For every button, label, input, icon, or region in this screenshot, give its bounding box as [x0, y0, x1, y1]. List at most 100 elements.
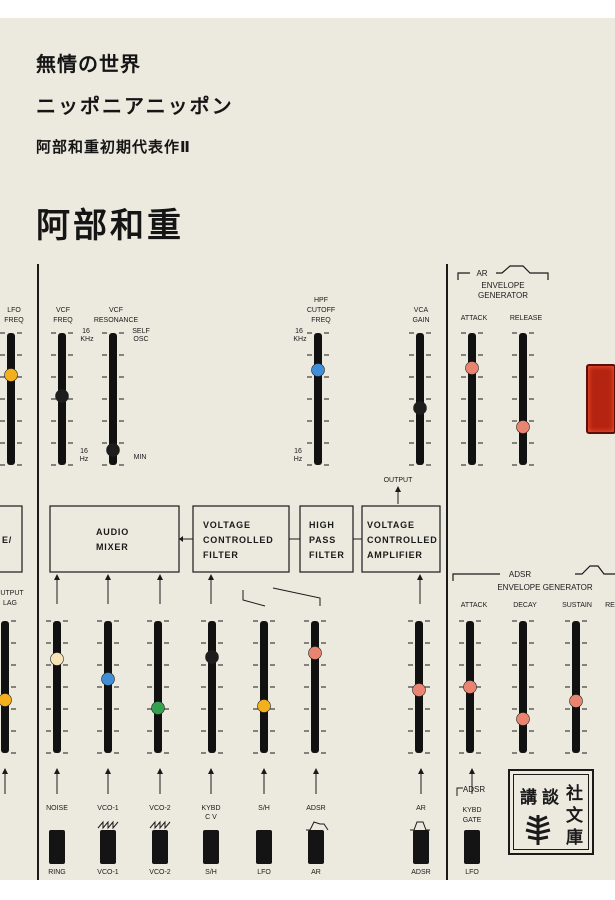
vcf-freq-knob: [55, 389, 69, 403]
source-label-1: VCO-1: [97, 805, 119, 812]
arrow-head: [54, 768, 60, 774]
right-adsr-label: ADSR: [463, 785, 485, 794]
vcf-line-3: FILTER: [203, 550, 239, 560]
selector-switch-5[interactable]: [308, 830, 324, 864]
publisher-char-5: 庫: [566, 828, 583, 848]
publisher-char-1: 講: [520, 788, 537, 808]
adsr-attack-knob: [463, 680, 477, 694]
adsr-decay-label: DECAY: [513, 602, 537, 609]
adsr-decay-track: [519, 621, 527, 753]
arrow-head: [208, 768, 214, 774]
mixer-line-2: MIXER: [96, 542, 129, 552]
arrow-head: [105, 574, 111, 580]
vco2-level-track: [154, 621, 162, 753]
lfo-freq-track: [7, 333, 15, 465]
kybd-cv-level-knob: [205, 650, 219, 664]
noise-level-slider[interactable]: [46, 620, 68, 754]
adsr-decay-slider[interactable]: [512, 620, 534, 754]
scale-self: SELF: [132, 328, 150, 335]
adsr-sustain-track: [572, 621, 580, 753]
ar-attack-slider[interactable]: [461, 332, 483, 466]
vca-line-3: AMPLIFIER: [367, 550, 423, 560]
vcf-resonance-slider[interactable]: [102, 332, 124, 466]
vcf-res-label-1: VCF: [109, 307, 123, 314]
right-lfo-label: LFO: [465, 869, 479, 876]
selector-switch-3[interactable]: [203, 830, 219, 864]
vcf-freq-slider[interactable]: [51, 332, 73, 466]
vco1-level-knob: [101, 672, 115, 686]
ar-level-slider[interactable]: [408, 620, 430, 754]
source-label-4: S/H: [258, 805, 270, 812]
title-line-2: ニッポニアニッポン: [36, 94, 234, 118]
adsr-sustain-knob: [569, 694, 583, 708]
selector-switch-0[interactable]: [49, 830, 65, 864]
adsr-level-knob: [308, 646, 322, 660]
switch-label-6: ADSR: [411, 869, 430, 876]
output-label: OUTPUT: [384, 477, 414, 484]
switch-label-1: VCO-1: [97, 869, 119, 876]
ar-release-track: [519, 333, 527, 465]
ar-release-slider[interactable]: [512, 332, 534, 466]
hpf-cutoff-slider[interactable]: [307, 332, 329, 466]
sh-level-knob: [257, 699, 271, 713]
adsr-shape-icon: [306, 821, 329, 831]
synthesizer-panel-illustration: LFO FREQ VCF FREQ VCF RESONANCE HPF CUTO…: [0, 264, 615, 880]
vca-line-2: CONTROLLED: [367, 535, 438, 545]
vcf-freq-label-2: FREQ: [53, 317, 73, 324]
left-output-1: UTPUT: [0, 590, 24, 597]
source-label-3: KYBD: [201, 805, 220, 812]
adsr-sustain-slider[interactable]: [565, 620, 587, 754]
ar-shape-icon: [410, 821, 430, 831]
ar-attack-label: ATTACK: [461, 315, 488, 322]
arrow-head: [261, 768, 267, 774]
lfo-freq-slider[interactable]: [0, 332, 22, 466]
left-mix-slider[interactable]: [0, 620, 16, 754]
vco2-level-knob: [151, 701, 165, 715]
scale-16-hz-a: 16: [80, 448, 88, 455]
vca-gain-slider[interactable]: [409, 332, 431, 466]
adsr-attack-slider[interactable]: [459, 620, 481, 754]
kybd-cv-level-track: [208, 621, 216, 753]
adsr-attack-label: ATTACK: [461, 602, 488, 609]
red-power-indicator: [586, 364, 615, 434]
publisher-char-2: 談: [542, 788, 559, 808]
vco1-level-slider[interactable]: [97, 620, 119, 754]
scale-min: MIN: [134, 454, 147, 461]
sh-level-slider[interactable]: [253, 620, 275, 754]
lfo-freq-label-2: FREQ: [4, 317, 24, 324]
lfo-freq-knob: [4, 368, 18, 382]
source-label-0: NOISE: [46, 805, 68, 812]
scale-osc: OSC: [133, 336, 148, 343]
selector-switch-2[interactable]: [152, 830, 168, 864]
source-label-5: ADSR: [306, 805, 325, 812]
ar-attack-track: [468, 333, 476, 465]
audio-mixer-box: [49, 505, 180, 573]
vca-label-1: VCA: [414, 307, 429, 314]
sawtooth-icon-2: [149, 820, 171, 830]
slider-group: [0, 332, 587, 754]
selector-switch-7[interactable]: [464, 830, 480, 864]
arrow-head: [54, 574, 60, 580]
switch-label-0: RING: [48, 869, 66, 876]
vco2-level-slider[interactable]: [147, 620, 169, 754]
ar-attack-knob: [465, 361, 479, 375]
arrow-head: [313, 768, 319, 774]
hpf-line-1: HIGH: [309, 520, 335, 530]
ar-header: AR: [476, 269, 487, 278]
vcf-resonance-knob: [106, 443, 120, 457]
kybd-cv-level-slider[interactable]: [201, 620, 223, 754]
lfo-freq-label-1: LFO: [7, 307, 21, 314]
scale-hz-b: Hz: [294, 456, 303, 463]
selector-switch-4[interactable]: [256, 830, 272, 864]
vcf-line-2: CONTROLLED: [203, 535, 274, 545]
adsr-level-slider[interactable]: [304, 620, 326, 754]
adsr-cut-label: RE: [605, 602, 615, 609]
selector-switch-1[interactable]: [100, 830, 116, 864]
vco1-level-track: [104, 621, 112, 753]
arrow-head: [157, 574, 163, 580]
vcf-resonance-track: [109, 333, 117, 465]
arrow-group: [2, 574, 475, 794]
hpf-label-3: FREQ: [311, 317, 331, 324]
selector-switch-6[interactable]: [413, 830, 429, 864]
